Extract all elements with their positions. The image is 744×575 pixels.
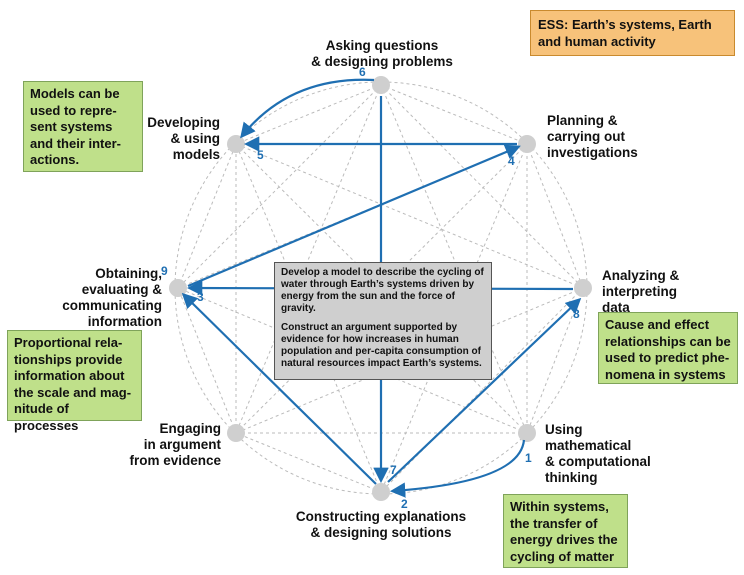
label-engaging-line-2: in argument xyxy=(143,437,221,452)
note-cause-line-1: Cause and effect xyxy=(605,317,710,332)
step-analyzing: 8 xyxy=(573,307,580,321)
label-obtaining: Obtaining, evaluating & communicating in… xyxy=(50,266,162,330)
note-proportion-line-2: tionships provide xyxy=(14,351,123,367)
step-obtaining-alt: 9 xyxy=(161,264,168,278)
node-using-math xyxy=(518,424,536,442)
label-constructing-line-2: & designing solutions xyxy=(310,525,452,540)
arrow-1-to-2 xyxy=(389,439,526,498)
step-obtaining: 3 xyxy=(197,290,204,304)
label-obtaining-line-3: communicating xyxy=(62,298,162,313)
note-cause-line-3: used to predict phe- xyxy=(605,350,730,365)
label-planning-line-3: investigations xyxy=(547,145,638,160)
label-engaging-line-1: Engaging xyxy=(159,421,222,436)
label-asking-line-1: Asking questions xyxy=(325,38,439,53)
note-models-line-2: used to repre- xyxy=(30,102,117,118)
label-obtaining-line-1: Obtaining, xyxy=(95,266,162,281)
note-models-line-3: sent systems xyxy=(30,119,113,134)
label-developing-line-2: & using xyxy=(170,131,221,146)
label-constructing: Constructing explanations & designing so… xyxy=(276,509,486,541)
label-using-math-line-2: mathematical xyxy=(545,438,632,453)
note-energy-line-3: energy drives the xyxy=(510,532,618,547)
note-energy-line-4: cycling of matter xyxy=(510,548,615,564)
label-developing: Developing & using models xyxy=(130,115,220,163)
step-using-math: 1 xyxy=(525,451,532,465)
label-obtaining-line-2: evaluating & xyxy=(81,282,162,297)
label-using-math-line-1: Using xyxy=(545,422,583,437)
note-models-line-5: actions. xyxy=(30,152,80,167)
note-proportion-line-1: Proportional rela- xyxy=(14,335,123,350)
step-planning: 4 xyxy=(508,154,515,168)
node-engaging xyxy=(227,424,245,442)
node-analyzing xyxy=(574,279,592,297)
label-developing-line-1: Developing xyxy=(147,115,220,130)
node-planning xyxy=(518,135,536,153)
label-analyzing-line-2: interpreting xyxy=(602,284,678,299)
note-proportion-line-5: nitude of processes xyxy=(14,401,79,433)
note-proportion-line-3: information about xyxy=(14,368,125,383)
label-analyzing: Analyzing & interpreting data xyxy=(602,268,679,316)
node-constructing xyxy=(372,483,390,501)
note-cause-line-2: relationships can be xyxy=(605,333,731,349)
note-energy-line-1: Within systems, xyxy=(510,499,609,514)
title-line-1: ESS: Earth’s systems, Earth xyxy=(538,17,712,32)
label-constructing-line-1: Constructing explanations xyxy=(295,509,467,524)
expectation-argument: Construct an argument supported by evide… xyxy=(281,322,482,369)
label-asking-line-2: & designing problems xyxy=(311,54,453,69)
arrow-5-to-6 xyxy=(240,78,375,139)
node-developing xyxy=(227,135,245,153)
node-asking xyxy=(372,76,390,94)
expectation-model: Develop a model to describe the cycling … xyxy=(281,267,484,314)
note-energy: Within systems, the transfer of energy d… xyxy=(503,494,628,568)
label-using-math-line-4: thinking xyxy=(545,470,598,485)
arrow-2-to-3 xyxy=(181,292,377,485)
title-box: ESS: Earth’s systems, Earth and human ac… xyxy=(530,10,735,56)
note-cause-line-4: nomena in systems xyxy=(605,366,726,382)
note-models-line-1: Models can be xyxy=(30,86,120,101)
title-line-2: and human activity xyxy=(538,34,656,49)
note-models-line-4: and their inter- xyxy=(30,135,122,151)
step-developing: 5 xyxy=(257,148,264,162)
label-analyzing-line-3: data xyxy=(602,300,630,315)
label-planning: Planning & carrying out investigations xyxy=(547,113,638,161)
label-analyzing-line-1: Analyzing & xyxy=(602,268,680,283)
label-planning-line-1: Planning & xyxy=(547,113,618,128)
note-cause-effect: Cause and effect relationships can be us… xyxy=(598,312,738,384)
arrow-7-to-8 xyxy=(387,297,582,483)
note-proportion-line-4: the scale and mag- xyxy=(14,384,132,400)
note-energy-line-2: the transfer of xyxy=(510,515,598,531)
label-using-math-line-3: & computational xyxy=(545,454,651,469)
label-engaging: Engaging in argument from evidence xyxy=(118,421,221,469)
practice-nodes xyxy=(169,76,592,501)
label-engaging-line-3: from evidence xyxy=(129,453,221,468)
performance-expectations-box: Develop a model to describe the cycling … xyxy=(274,262,492,380)
label-asking: Asking questions & designing problems xyxy=(292,38,472,70)
node-obtaining xyxy=(169,279,187,297)
arrow-3-to-4 xyxy=(187,144,521,288)
label-planning-line-2: carrying out xyxy=(547,129,626,144)
label-using-math: Using mathematical & computational think… xyxy=(545,422,651,486)
label-obtaining-line-4: information xyxy=(87,314,162,329)
label-developing-line-3: models xyxy=(172,147,220,162)
step-asking: 6 xyxy=(359,65,366,79)
note-models: Models can be used to repre- sent system… xyxy=(23,81,143,172)
step-constructing-alt: 7 xyxy=(390,463,397,477)
note-proportion: Proportional rela- tionships provide inf… xyxy=(7,330,142,433)
step-constructing: 2 xyxy=(401,497,408,511)
